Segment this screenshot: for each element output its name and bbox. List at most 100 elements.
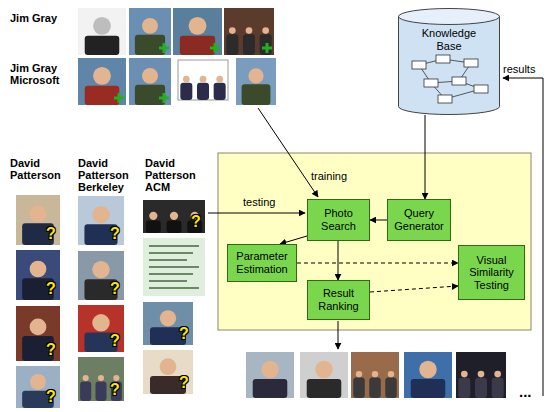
node-text: Result Ranking <box>312 287 365 312</box>
photo <box>16 306 60 361</box>
positive-mark <box>114 93 124 103</box>
photo <box>16 195 60 245</box>
person-body <box>475 378 487 398</box>
node-text: Knowledge Base <box>417 27 481 52</box>
person-body <box>80 381 91 401</box>
flow-arrow <box>338 241 339 280</box>
photo-background <box>236 58 276 105</box>
photo <box>246 352 294 398</box>
unknown-mark: ? <box>110 332 120 350</box>
photo <box>300 352 348 398</box>
photo-background <box>143 200 205 233</box>
person-head <box>92 206 109 223</box>
photo-background <box>173 8 222 55</box>
person-head <box>494 371 501 378</box>
photo-background <box>224 8 274 55</box>
connector-group <box>280 115 458 292</box>
person-head <box>216 76 223 83</box>
process-box: Photo Search <box>307 199 370 241</box>
node-text: Query Generator <box>392 207 446 232</box>
cylinder-outline <box>398 8 500 115</box>
person-head <box>30 374 46 390</box>
quote-line <box>149 252 193 254</box>
flow-label: training <box>311 170 347 182</box>
person-head <box>261 361 278 378</box>
unknown-mark: ? <box>110 280 120 298</box>
person-head <box>200 76 207 83</box>
person-body <box>85 36 120 55</box>
quote-line <box>149 259 187 261</box>
photo <box>129 58 171 105</box>
dashed-connector <box>370 286 458 292</box>
flow-arrow <box>280 236 307 244</box>
person-head <box>478 371 485 378</box>
photo <box>236 58 276 105</box>
photo-background <box>16 306 60 361</box>
flow-arrow <box>370 220 387 221</box>
photo-background <box>404 352 452 398</box>
positive-mark <box>210 43 220 53</box>
person-body <box>111 381 122 401</box>
name-label: David Patterson ACM <box>145 157 205 193</box>
person-body <box>253 379 288 398</box>
photo <box>78 58 126 105</box>
photo-background <box>143 302 193 345</box>
person-head <box>92 314 109 331</box>
photo <box>143 200 205 233</box>
unknown-mark: ? <box>46 388 56 406</box>
photo <box>351 352 399 398</box>
testing-arrow <box>208 213 305 214</box>
photo-background <box>246 352 294 398</box>
person-head <box>170 212 178 220</box>
results-arrow <box>503 78 543 396</box>
person-body <box>135 85 165 105</box>
person-body <box>85 86 120 105</box>
cylinder-top <box>399 9 500 25</box>
photo-background <box>178 60 228 100</box>
positive-mark <box>159 93 169 103</box>
person-head <box>30 261 47 278</box>
node-text: Photo Search <box>312 207 365 232</box>
photo-background <box>78 196 124 245</box>
person-head <box>83 375 89 381</box>
quote-line <box>149 266 199 268</box>
person-head <box>229 27 236 34</box>
photo-background <box>16 366 60 408</box>
unknown-mark: ? <box>46 280 56 298</box>
photo-background <box>129 8 171 55</box>
quote-line <box>149 273 193 275</box>
graph-box <box>412 61 426 69</box>
person-body <box>369 378 381 398</box>
photo-background <box>78 357 124 401</box>
person-head <box>419 361 436 378</box>
person-body <box>95 381 106 401</box>
person-body <box>492 378 504 398</box>
photo-background <box>351 352 399 398</box>
photo <box>78 357 124 401</box>
person-head <box>262 27 269 34</box>
person-body <box>260 34 272 55</box>
name-label: David Patterson Berkeley <box>78 157 140 193</box>
person-body <box>197 83 209 100</box>
person-head <box>142 18 158 34</box>
person-head <box>388 371 394 377</box>
photo-background <box>78 305 124 352</box>
node-text: Parameter Estimation <box>232 250 292 275</box>
person-head <box>30 206 47 223</box>
photo <box>78 251 124 300</box>
name-label: Jim Gray <box>10 12 72 24</box>
person-head <box>149 212 157 220</box>
person-body <box>411 379 446 398</box>
dashed-connector <box>297 263 458 264</box>
photo <box>178 60 228 100</box>
graph-box <box>464 59 478 67</box>
photo-background <box>143 238 205 296</box>
photo <box>404 352 452 398</box>
photo-group <box>16 8 506 408</box>
person-head <box>315 361 332 378</box>
quote-line <box>149 245 199 247</box>
unknown-mark: ? <box>110 381 120 399</box>
graph-box <box>452 77 466 85</box>
person-head <box>248 68 263 83</box>
photo <box>173 8 222 55</box>
